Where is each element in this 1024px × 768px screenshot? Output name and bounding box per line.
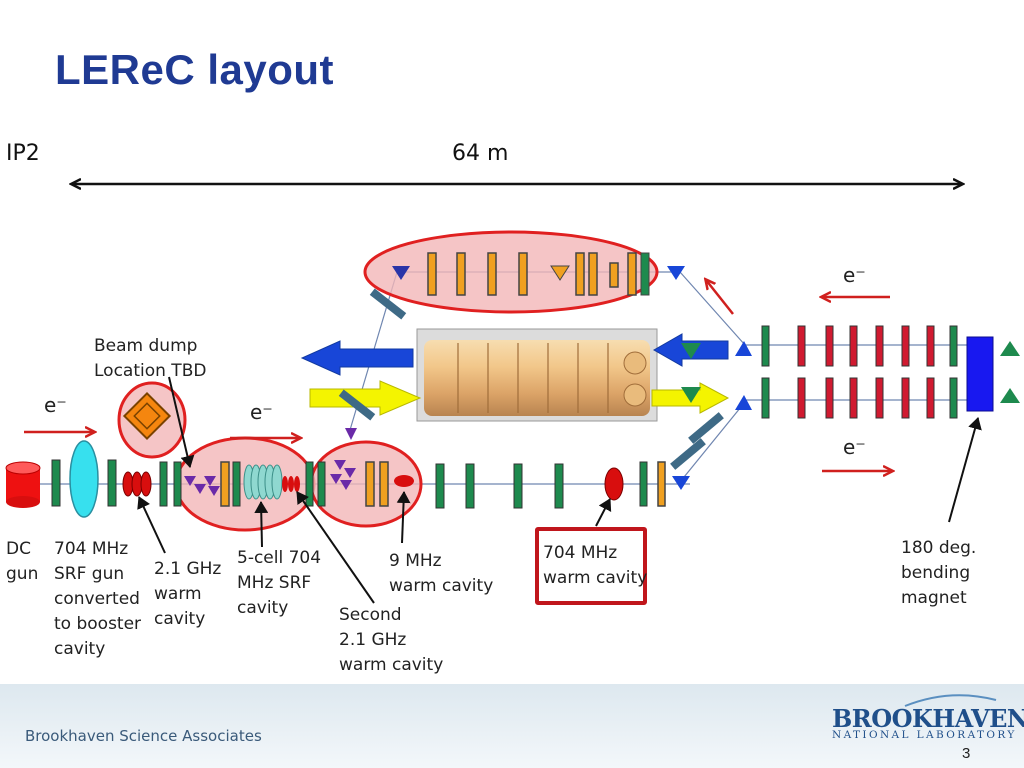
bending-magnet-block [966, 336, 994, 412]
dc-gun-icon [5, 461, 41, 508]
yellow-transport-arrow [309, 380, 422, 416]
dipole-lower-right [670, 438, 706, 470]
warm-2ghz-callout [137, 496, 166, 554]
beam-dump-callout [168, 376, 195, 468]
nine-mhz-callout [396, 491, 411, 544]
electron-label: e⁻ [250, 400, 273, 424]
five-cell-cavity-icon [243, 464, 283, 500]
footer-org: Brookhaven Science Associates [25, 727, 262, 745]
electron-label: e⁻ [843, 435, 866, 459]
second-2ghz-callout [296, 491, 375, 604]
dipole-lower-left [338, 389, 376, 421]
nine-mhz-cavity-icon [394, 475, 414, 487]
cryostat-block [416, 328, 658, 422]
brookhaven-logo: BROOKHAVEN [832, 704, 1024, 733]
nine-mhz-label: 9 MHz warm cavity [389, 551, 494, 596]
beam-dump-label: Beam dump Location TBD [94, 336, 207, 381]
upper-line-elements [392, 252, 685, 296]
right-magnet-rows [681, 325, 1020, 419]
electron-label: e⁻ [843, 263, 866, 287]
five-cell-callout [254, 501, 269, 548]
warm-2ghz-cavity-icon [122, 471, 152, 497]
page-number: 3 [962, 745, 971, 762]
brookhaven-logo-sub: NATIONAL LABORATORY [832, 729, 1017, 741]
blue-transport-arrow [300, 340, 414, 376]
srf-gun-label: 704 MHz SRF gun converted to booster cav… [54, 539, 142, 659]
second-2ghz-label: Second 2.1 GHz warm cavity [339, 605, 444, 675]
slide-title: LEReC layout [55, 46, 335, 93]
warm-704-highlight-box [535, 527, 647, 605]
dipole-upper-left [369, 288, 407, 320]
beam-dump-icon [122, 391, 172, 441]
warm-704-cavity-icon [604, 467, 624, 501]
ip2-label: IP2 [6, 141, 40, 166]
lower-line-elements [5, 428, 690, 518]
electron-label: e⁻ [44, 393, 67, 417]
footer-band [0, 684, 1024, 768]
five-cell-label: 5-cell 704 MHz SRF cavity [237, 548, 322, 618]
electron-direction-arrow [706, 280, 734, 315]
bending-magnet-callout [948, 417, 982, 523]
srf-gun-icon [69, 440, 99, 518]
dipole-upper-right [688, 412, 724, 444]
dc-gun-label: DC gun [6, 539, 39, 584]
length-label: 64 m [452, 141, 509, 166]
warm-704-label: 704 MHz warm cavity [543, 543, 648, 588]
bending-magnet-label: 180 deg. bending magnet [901, 538, 977, 608]
warm-2ghz-label: 2.1 GHz warm cavity [154, 559, 222, 629]
warm-704-callout [595, 498, 612, 527]
